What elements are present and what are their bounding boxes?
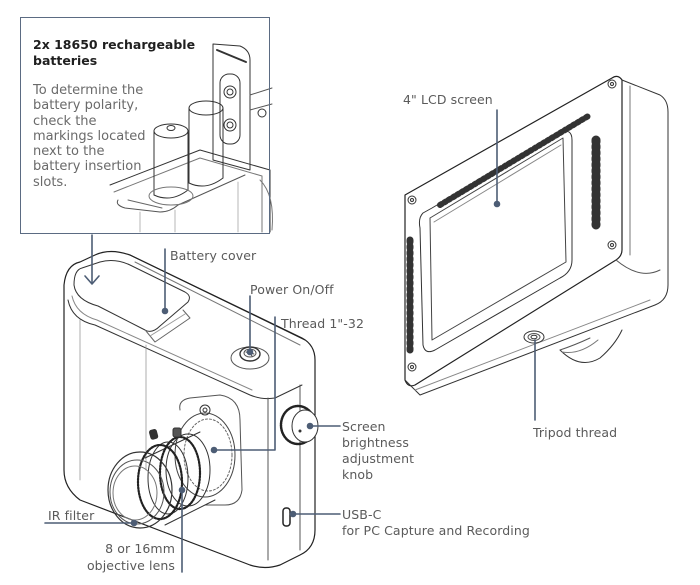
label-objective-lens: 8 or 16mm objective lens [84,540,175,574]
label-knob-line-2: brightness [342,435,409,450]
label-lens-line-2: objective lens [86,558,175,573]
label-lens-line-1: 8 or 16mm [105,541,175,556]
objective-lens-drawing [107,427,216,529]
battery-1 [148,123,194,206]
battery-inset-box [20,17,270,234]
battery-compartment-drawing [109,43,273,233]
label-usb-subtitle: for PC Capture and Recording [342,523,530,538]
label-power-on-off: Power On/Off [250,282,334,297]
camera-front-drawing [63,250,319,569]
camera-rear-drawing [404,75,669,396]
label-knob-line-4: knob [342,467,374,482]
battery-cover-plate [212,43,273,171]
brightness-knob-drawing [279,404,319,446]
battery-2 [188,100,224,187]
label-knob-line-3: adjustment [342,451,415,466]
label-usb-title: USB-C [342,507,382,522]
label-thread: Thread 1"-32 [281,316,364,331]
label-lcd-screen: 4" LCD screen [403,92,493,107]
label-brightness-knob: Screen brightness adjustment knob [342,419,414,483]
label-tripod-thread: Tripod thread [533,425,618,440]
label-ir-filter: IR filter [48,508,95,523]
label-battery-cover: Battery cover [170,248,257,263]
label-knob-line-1: Screen [342,419,386,434]
inset-title: 2x 18650 rechargeable batteries [33,37,196,68]
inset-description: To determine the battery polarity, check… [33,83,146,190]
label-usb-c: USB-C for PC Capture and Recording [342,507,530,539]
leader-lines [44,109,536,573]
